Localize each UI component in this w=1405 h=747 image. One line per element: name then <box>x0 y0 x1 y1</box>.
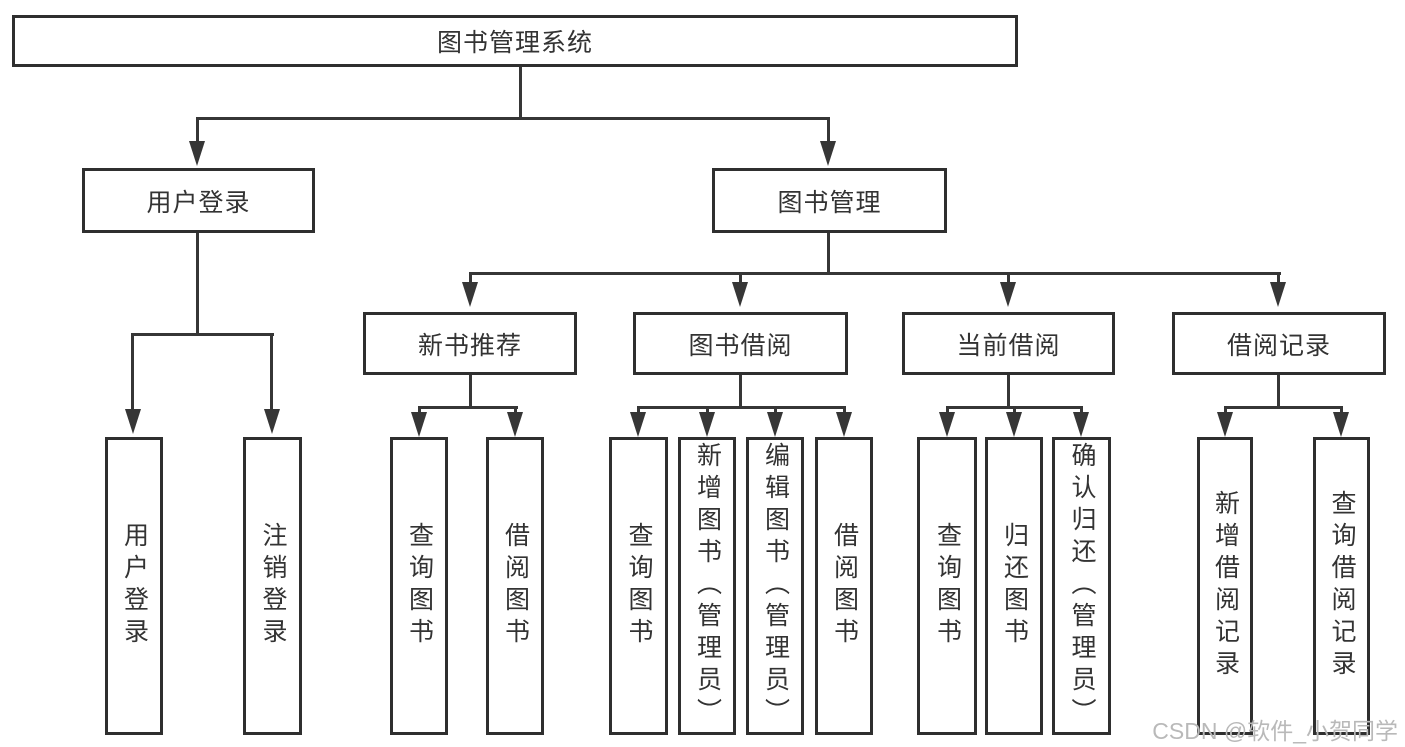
node-current-borrow-label: 当前借阅 <box>956 331 1061 360</box>
leaf-label: 查询借阅记录 <box>1328 490 1356 682</box>
arrowhead-down <box>411 412 427 437</box>
arrowhead-down <box>462 282 478 307</box>
arrowhead-down <box>732 282 748 307</box>
node-new-book-recommend-label: 新书推荐 <box>417 331 522 360</box>
leaf-recommend-borrow-books: 借阅图书 <box>486 437 544 735</box>
arrowhead-down <box>264 409 280 434</box>
connector-drop <box>196 117 199 143</box>
connector-recommend-rail <box>418 406 518 409</box>
connector-drop <box>706 406 709 414</box>
node-borrow-records-label: 借阅记录 <box>1226 331 1331 360</box>
connector-drop <box>1277 272 1280 284</box>
arrowhead-down <box>939 412 955 437</box>
arrowhead-down <box>820 141 836 166</box>
arrowhead-down <box>1270 282 1286 307</box>
node-user-login-label: 用户登录 <box>146 188 251 217</box>
node-root-label: 图书管理系统 <box>436 29 593 57</box>
leaf-borrow-add-books-admin: 新增图书（管理员） <box>678 437 736 735</box>
leaf-label: 注销登录 <box>259 522 287 650</box>
leaf-label: 确认归还（管理员） <box>1068 442 1096 730</box>
connector-drop <box>637 406 640 414</box>
leaf-label: 用户登录 <box>120 522 149 650</box>
leaf-label: 查询图书 <box>933 522 962 650</box>
connector-modules-rail <box>469 272 1281 275</box>
node-book-borrow-label: 图书借阅 <box>688 331 793 360</box>
arrowhead-down <box>125 409 141 434</box>
connector-drop <box>739 272 742 284</box>
arrowhead-down <box>1217 412 1233 437</box>
connector-drop <box>1007 272 1010 284</box>
leaf-label: 借阅图书 <box>501 522 530 650</box>
leaf-label: 查询图书 <box>405 522 434 650</box>
arrowhead-down <box>1073 412 1089 437</box>
leaf-logout: 注销登录 <box>243 437 302 735</box>
node-user-login: 用户登录 <box>82 168 315 233</box>
connector-root-stem <box>519 66 522 120</box>
node-book-borrow: 图书借阅 <box>633 312 848 375</box>
arrowhead-down <box>1000 282 1016 307</box>
leaf-borrow-query-books: 查询图书 <box>609 437 668 735</box>
node-book-management-label: 图书管理 <box>777 188 882 217</box>
leaf-borrow-borrow-books: 借阅图书 <box>815 437 873 735</box>
connector-drop <box>1013 406 1016 414</box>
watermark: CSDN @软件_小贺同学 <box>1152 718 1398 744</box>
arrowhead-down <box>189 141 205 166</box>
connector-borrow-stem <box>739 375 742 408</box>
leaf-label: 借阅图书 <box>830 522 859 650</box>
connector-records-stem <box>1277 375 1280 408</box>
arrowhead-down <box>1006 412 1022 437</box>
node-current-borrow: 当前借阅 <box>902 312 1115 375</box>
leaf-recommend-query-books: 查询图书 <box>390 437 448 735</box>
connector-drop <box>827 117 830 143</box>
leaf-current-confirm-return-admin: 确认归还（管理员） <box>1052 437 1111 735</box>
arrowhead-down <box>767 412 783 437</box>
connector-drop <box>1340 406 1343 414</box>
connector-login-stem <box>196 233 199 335</box>
arrowhead-down <box>507 412 523 437</box>
connector-drop <box>469 272 472 284</box>
node-new-book-recommend: 新书推荐 <box>363 312 577 375</box>
node-book-management: 图书管理 <box>712 168 947 233</box>
arrowhead-down <box>630 412 646 437</box>
connector-management-stem <box>827 233 830 274</box>
leaf-records-add-record: 新增借阅记录 <box>1197 437 1253 735</box>
arrowhead-down <box>836 412 852 437</box>
connector-drop <box>1080 406 1083 414</box>
connector-drop <box>843 406 846 414</box>
arrowhead-down <box>1333 412 1349 437</box>
connector-level1-rail <box>196 117 830 120</box>
connector-drop <box>514 406 517 414</box>
connector-recommend-stem <box>469 375 472 408</box>
leaf-current-query-books: 查询图书 <box>917 437 977 735</box>
connector-drop <box>131 333 134 411</box>
connector-drop <box>774 406 777 414</box>
arrowhead-down <box>699 412 715 437</box>
leaf-label: 编辑图书（管理员） <box>761 442 790 730</box>
leaf-user-login: 用户登录 <box>105 437 163 735</box>
connector-drop <box>418 406 421 414</box>
connector-records-rail <box>1224 406 1343 409</box>
leaf-label: 归还图书 <box>1000 522 1029 650</box>
leaf-label: 查询图书 <box>625 522 653 650</box>
node-root: 图书管理系统 <box>12 15 1018 67</box>
leaf-current-return-books: 归还图书 <box>985 437 1043 735</box>
connector-current-stem <box>1007 375 1010 408</box>
connector-login-rail <box>132 333 274 336</box>
leaf-borrow-edit-books-admin: 编辑图书（管理员） <box>746 437 804 735</box>
leaf-records-query-record: 查询借阅记录 <box>1313 437 1370 735</box>
node-borrow-records: 借阅记录 <box>1172 312 1386 375</box>
leaf-label: 新增图书（管理员） <box>693 442 722 730</box>
connector-drop <box>946 406 949 414</box>
connector-drop <box>1224 406 1227 414</box>
connector-borrow-rail <box>637 406 846 409</box>
leaf-label: 新增借阅记录 <box>1211 490 1240 682</box>
connector-drop <box>270 333 273 411</box>
